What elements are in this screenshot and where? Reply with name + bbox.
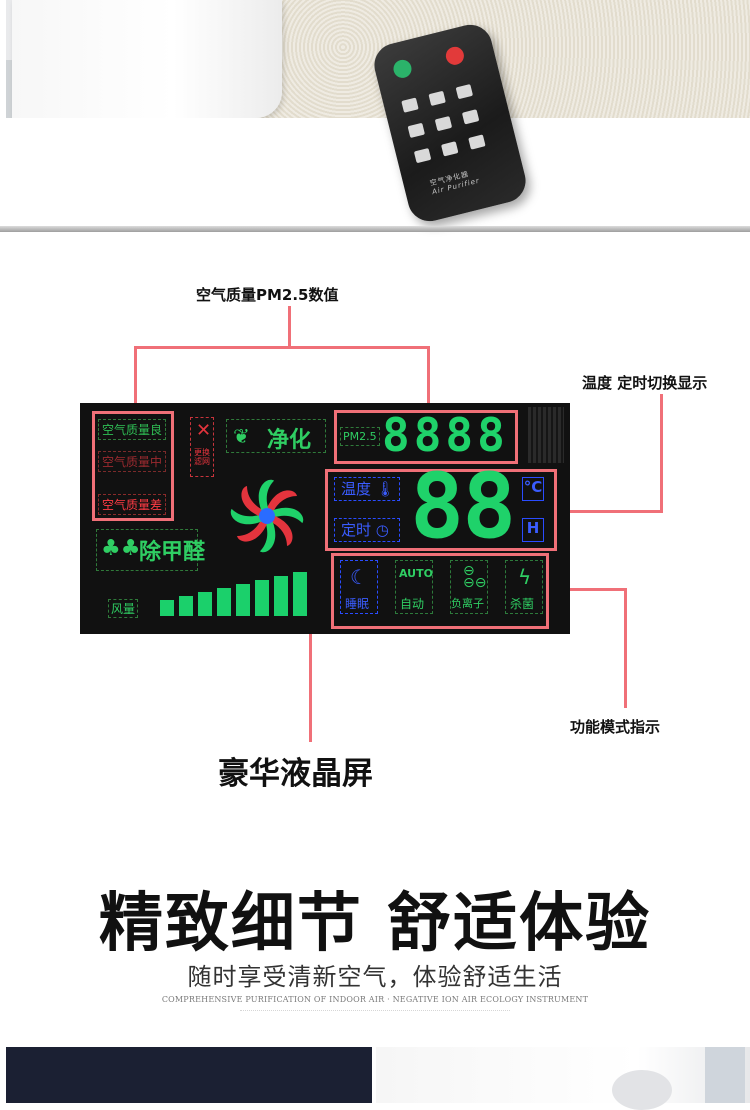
temp-digits: 88 bbox=[410, 454, 516, 559]
detail-photo-edge bbox=[705, 1047, 745, 1103]
fan-speed-bar bbox=[198, 592, 212, 616]
fan-speed-bar bbox=[236, 584, 250, 616]
purify-text: 净化 bbox=[267, 428, 312, 453]
pm25-label: PM2.5 bbox=[340, 427, 380, 446]
section-subtitle: 随时享受清新空气，体验舒适生活 bbox=[187, 963, 563, 991]
anion-text: 负离子 bbox=[451, 597, 484, 610]
detail-photo-dark bbox=[6, 1047, 372, 1103]
auto-en-text: AUTO bbox=[399, 567, 433, 580]
annotation-temp-timer: 温度 定时切换显示 bbox=[582, 374, 708, 392]
remote-key-icon bbox=[455, 83, 474, 100]
sterilize-text: 杀菌 bbox=[510, 597, 535, 611]
fan-speed-bar bbox=[255, 580, 269, 616]
detail-photo-knob bbox=[612, 1070, 672, 1110]
callout-line bbox=[427, 346, 430, 414]
hour-indicator: H bbox=[522, 518, 544, 542]
section-title: 精致细节 舒适体验 bbox=[98, 887, 652, 961]
tools-icon: ✕ bbox=[196, 420, 212, 441]
mode-anion: ⊖⊖⊖ 负离子 bbox=[450, 560, 488, 614]
lcd-panel: 空气质量良 空气质量中 空气质量差 ✕ 更换滤网 ❦ 净化 PM2.5 8888… bbox=[80, 403, 570, 634]
quality-bad-indicator: 空气质量差 bbox=[98, 494, 167, 515]
section-divider bbox=[0, 226, 750, 232]
power-button-icon bbox=[391, 57, 414, 80]
callout-line bbox=[548, 588, 626, 591]
change-filter-box: ✕ 更换滤网 bbox=[190, 417, 214, 477]
remote-label: 空气净化器 Air Purifier bbox=[429, 167, 481, 196]
power-off-button-icon bbox=[443, 44, 466, 67]
celsius-indicator: °C bbox=[522, 477, 544, 501]
fan-speed-label: 风量 bbox=[108, 599, 139, 618]
timer-text: 定时 bbox=[341, 521, 372, 539]
remote-key-icon bbox=[407, 122, 426, 139]
trees-icon: ♣♣ bbox=[101, 536, 141, 561]
fan-speed-bar bbox=[179, 596, 193, 616]
callout-line bbox=[134, 346, 137, 414]
temperature-text: 温度 bbox=[341, 480, 372, 498]
degree-icon: ° bbox=[523, 478, 532, 496]
tagline-divider bbox=[240, 1010, 510, 1012]
timer-indicator: 定时 ◷ bbox=[334, 518, 400, 542]
fan-speed-bar bbox=[217, 588, 231, 616]
fan-icon bbox=[230, 479, 304, 553]
callout-line bbox=[309, 632, 312, 742]
purifier-body bbox=[12, 0, 282, 118]
remote-key-icon bbox=[434, 115, 453, 132]
sensor-window bbox=[528, 407, 564, 463]
pm25-callout-box bbox=[334, 410, 518, 464]
mode-auto: AUTO 自动 bbox=[395, 560, 433, 614]
celsius-text: C bbox=[531, 478, 543, 496]
purify-indicator: ❦ 净化 bbox=[226, 419, 326, 453]
lightning-icon: ϟ bbox=[518, 565, 532, 589]
fan-speed-bar bbox=[293, 572, 307, 616]
remote-key-icon bbox=[461, 109, 480, 125]
auto-text: 自动 bbox=[400, 597, 425, 611]
anion-icon: ⊖⊖⊖ bbox=[463, 563, 487, 591]
annotation-lcd: 豪华液晶屏 bbox=[218, 756, 373, 792]
thermometer-icon: 🌡︎ bbox=[371, 480, 395, 498]
air-quality-callout-box bbox=[92, 411, 174, 521]
moon-icon: ☾ bbox=[350, 565, 368, 589]
annotation-pm25: 空气质量PM2.5数值 bbox=[196, 286, 339, 304]
remote-key-icon bbox=[468, 134, 486, 150]
callout-line bbox=[288, 306, 291, 348]
remote-key-icon bbox=[428, 90, 446, 107]
quality-medium-indicator: 空气质量中 bbox=[98, 451, 167, 472]
temp-timer-callout-box bbox=[325, 469, 557, 551]
detail-photo-light bbox=[376, 1047, 750, 1103]
formaldehyde-indicator: ♣♣ 除甲醛 bbox=[96, 529, 205, 571]
formaldehyde-text: 除甲醛 bbox=[139, 540, 206, 565]
callout-line bbox=[624, 588, 627, 708]
change-filter-text: 更换滤网 bbox=[194, 448, 210, 466]
clock-icon: ◷ bbox=[371, 521, 389, 539]
callout-line bbox=[660, 394, 663, 512]
fan-speed-bar bbox=[274, 576, 288, 616]
fan-speed-bar bbox=[160, 600, 174, 616]
callout-line bbox=[556, 510, 663, 513]
modes-callout-box bbox=[331, 553, 549, 629]
callout-line bbox=[134, 346, 430, 349]
leaf-icon: ❦ bbox=[233, 424, 250, 448]
mode-sterilize: ϟ 杀菌 bbox=[505, 560, 543, 614]
sleep-text: 睡眠 bbox=[345, 597, 370, 611]
pm25-digits: 8888 bbox=[382, 408, 509, 462]
annotation-modes: 功能模式指示 bbox=[570, 718, 661, 736]
temperature-indicator: 温度 🌡︎ bbox=[334, 477, 400, 501]
quality-good-indicator: 空气质量良 bbox=[98, 419, 167, 440]
remote-key-icon bbox=[413, 147, 432, 164]
remote-key-icon bbox=[441, 141, 459, 157]
remote-key-icon bbox=[401, 97, 419, 113]
mode-sleep: ☾ 睡眠 bbox=[340, 560, 378, 614]
section-tagline: COMPREHENSIVE PURIFICATION OF INDOOR AIR… bbox=[161, 995, 589, 1004]
